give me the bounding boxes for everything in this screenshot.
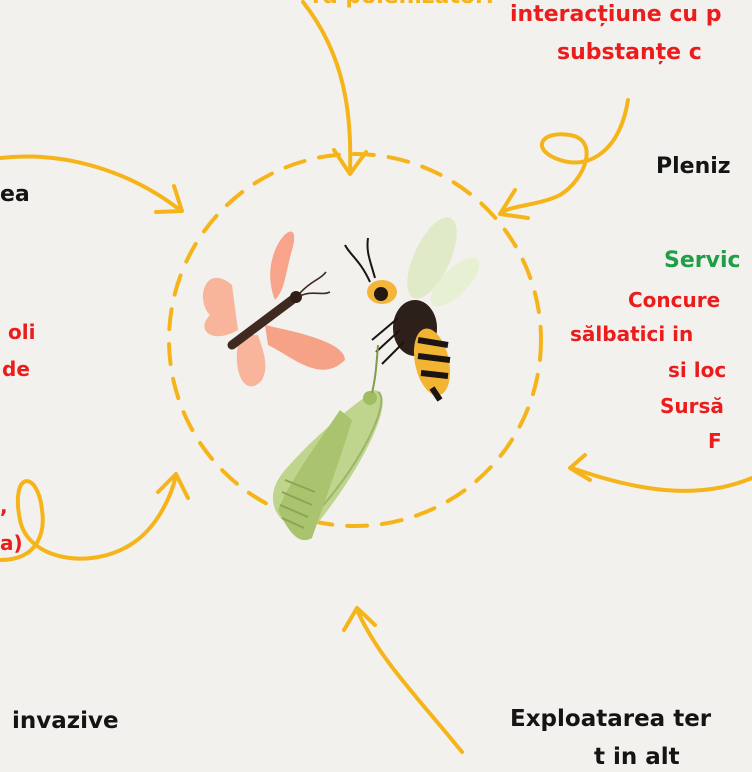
heading-right: Pleniz xyxy=(656,154,731,179)
label-top-right-2: substanțe c xyxy=(557,40,702,65)
label-top-left: ra polenizatori xyxy=(312,0,494,10)
label-left-3: , xyxy=(0,494,8,518)
bee-illustration xyxy=(344,217,480,402)
arrow-bottom xyxy=(342,606,464,754)
label-bottom-right-2: t in alt xyxy=(594,744,680,770)
label-left-2: de xyxy=(2,357,30,381)
arrow-upper-right xyxy=(498,98,630,220)
label-top-right-1: interacțiune cu p xyxy=(510,2,722,27)
label-right-5: F xyxy=(708,429,722,453)
arrow-lower-left xyxy=(0,472,190,562)
arrow-right xyxy=(568,453,752,493)
heading-left: ea xyxy=(0,182,30,207)
dashed-circle xyxy=(167,152,543,528)
label-right-2: sălbatici in xyxy=(570,322,694,346)
label-bottom-left: invazive xyxy=(12,708,119,734)
label-right-1: Concure xyxy=(628,288,721,312)
butterfly-illustration xyxy=(203,231,345,387)
label-right-4: Sursă xyxy=(660,394,724,418)
label-right-green: Servic xyxy=(664,248,741,273)
arrow-upper-left xyxy=(0,154,184,214)
arrow-top xyxy=(301,0,368,176)
label-right-3: si loc xyxy=(668,358,727,382)
cicada-illustration xyxy=(272,344,383,541)
label-bottom-right-1: Exploatarea ter xyxy=(510,706,712,732)
label-left-4: a) xyxy=(0,531,23,555)
label-left-1: oli xyxy=(8,320,36,344)
